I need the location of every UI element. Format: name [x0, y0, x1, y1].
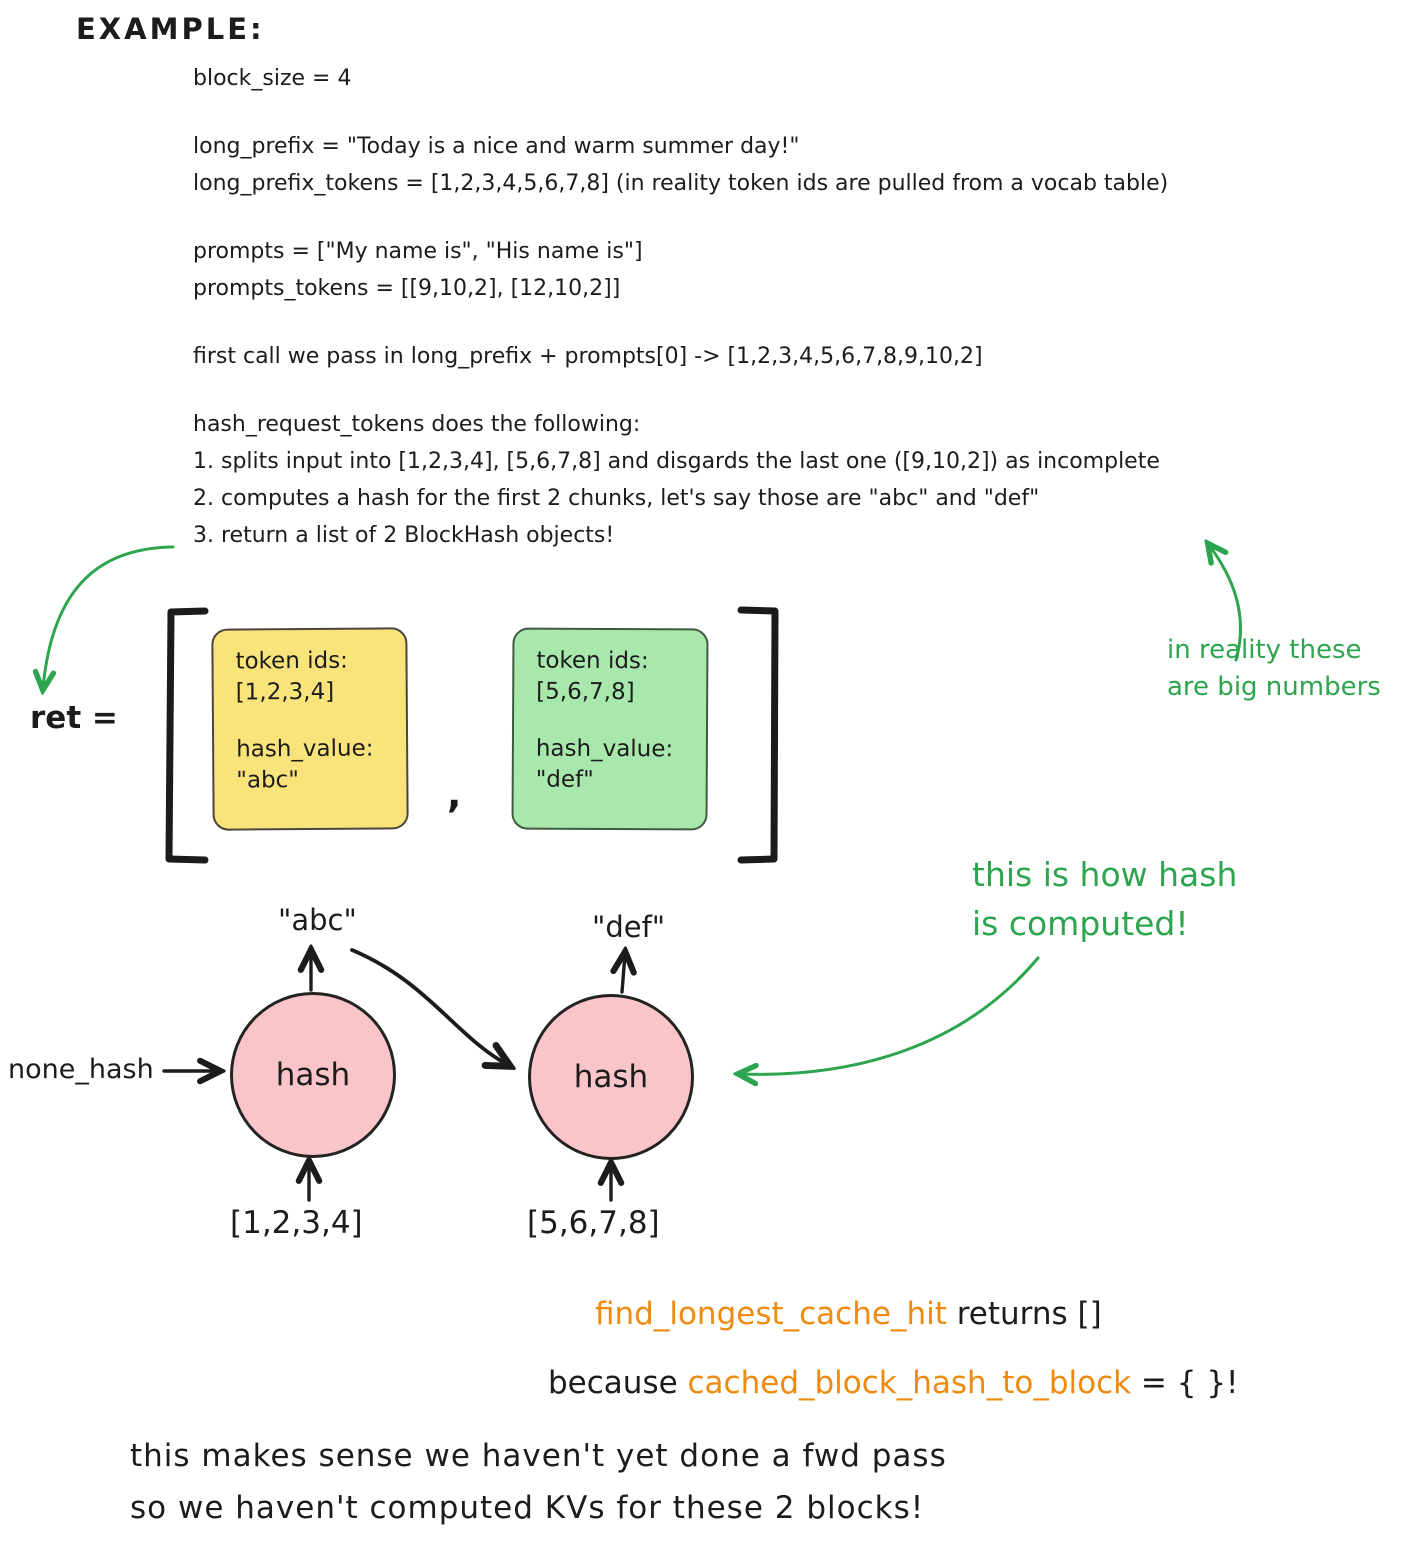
hash-node-2: hash [528, 994, 694, 1160]
code-line-hash-request: hash_request_tokens does the following: [193, 412, 641, 437]
arrow-step3-to-ret-icon [43, 545, 175, 688]
arrow-how-hash-icon [740, 956, 1040, 1074]
cache-reason-line: because cached_block_hash_to_block = { }… [548, 1365, 1239, 1401]
hash-value-label: hash_value: [535, 735, 674, 763]
page-title: EXAMPLE: [76, 12, 265, 46]
annotation-big-numbers: in reality these are big numbers [1167, 632, 1381, 706]
hash-value-value: "def" [535, 766, 594, 793]
footer-line-2: so we haven't computed KVs for these 2 b… [130, 1490, 925, 1526]
code-line-first-call: first call we pass in long_prefix + prom… [193, 344, 983, 369]
code-line-step-2: 2. computes a hash for the first 2 chunk… [193, 486, 1040, 511]
code-line-prompts: prompts = ["My name is", "His name is"] [193, 239, 643, 264]
list-comma: , [447, 772, 462, 816]
ret-label: ret = [30, 700, 118, 736]
annotation-line: are big numbers [1167, 672, 1381, 702]
bracket-left-icon [165, 607, 209, 864]
annotation-how-hash: this is how hash is computed! [972, 850, 1237, 948]
bracket-right-icon [737, 606, 779, 864]
token-ids-label: token ids: [235, 647, 348, 675]
hash-value-value: "abc" [236, 767, 299, 794]
hash-input-1: [1,2,3,4] [230, 1205, 363, 1241]
code-block: block_size = 4 long_prefix = "Today is a… [193, 60, 1168, 554]
cached-block-hash-map-label: cached_block_hash_to_block [687, 1365, 1132, 1401]
token-ids-value: [5,6,7,8] [536, 678, 635, 706]
cache-hit-line: find_longest_cache_hit returns [] [595, 1296, 1102, 1332]
find-longest-cache-hit-label: find_longest_cache_hit [595, 1296, 947, 1332]
hash-output-abc: "abc" [278, 903, 357, 937]
token-ids-value: [1,2,3,4] [235, 678, 335, 706]
blockhash-card-2: token ids: [5,6,7,8] hash_value: "def" [511, 627, 709, 831]
footer-line-1: this makes sense we haven't yet done a f… [130, 1438, 947, 1474]
returns-empty-list-label: returns [] [946, 1296, 1102, 1332]
code-line-block-size: block_size = 4 [193, 66, 352, 91]
code-line-prefix-tokens: long_prefix_tokens = [1,2,3,4,5,6,7,8] (… [193, 171, 1169, 196]
annotation-line: this is how hash [972, 855, 1238, 894]
hash-input-2: [5,6,7,8] [527, 1205, 660, 1241]
code-line-long-prefix: long_prefix = "Today is a nice and warm … [193, 134, 800, 159]
hash-output-def: "def" [592, 910, 666, 944]
hash-node-label: hash [573, 1059, 649, 1095]
arrow-node2-out-icon [622, 954, 625, 994]
code-line-step-1: 1. splits input into [1,2,3,4], [5,6,7,8… [193, 449, 1160, 474]
hash-node-1: hash [230, 992, 396, 1158]
blockhash-card-1: token ids: [1,2,3,4] hash_value: "abc" [211, 627, 409, 831]
empty-map-label: = { }! [1131, 1365, 1239, 1401]
because-label: because [548, 1365, 688, 1401]
hash-node-label: hash [275, 1057, 351, 1093]
code-line-step-3: 3. return a list of 2 BlockHash objects! [193, 523, 615, 548]
annotation-line: in reality these [1167, 635, 1362, 665]
token-ids-label: token ids: [536, 647, 649, 675]
code-line-prompts-tokens: prompts_tokens = [[9,10,2], [12,10,2]] [193, 276, 621, 301]
annotation-line: is computed! [972, 904, 1189, 943]
none-hash-label: none_hash [8, 1054, 154, 1085]
hash-value-label: hash_value: [236, 735, 374, 763]
